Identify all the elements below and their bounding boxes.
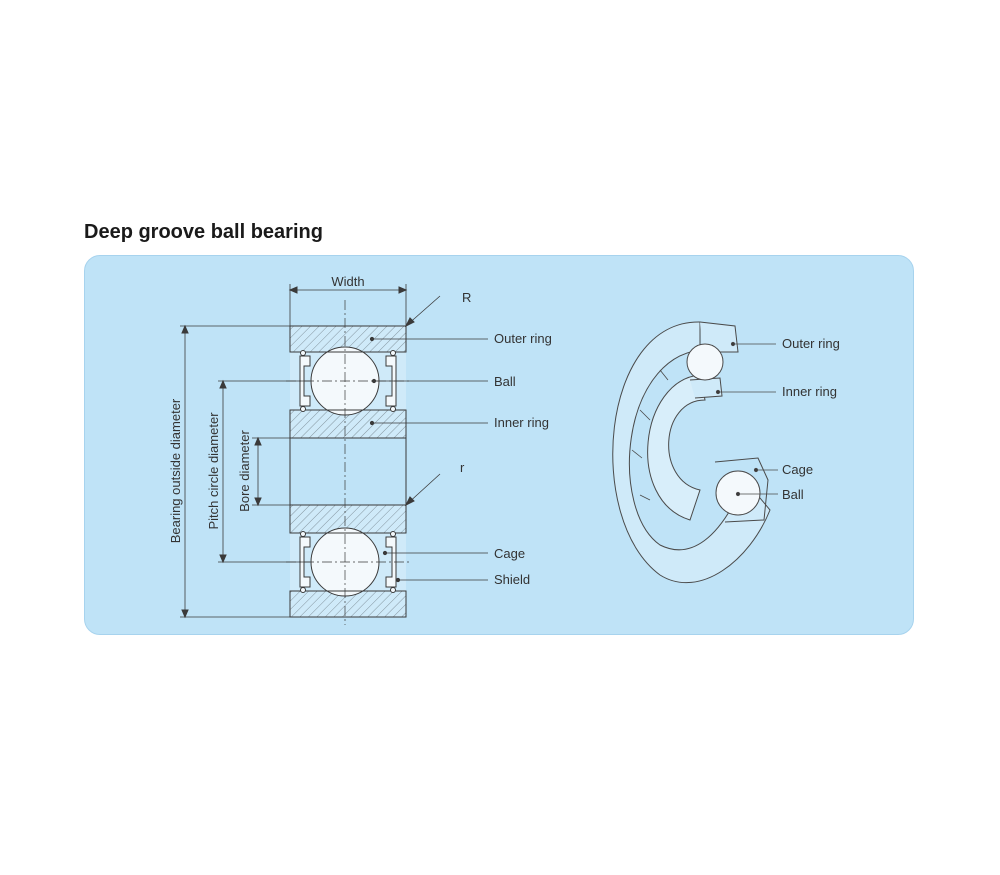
pitch-diameter-label: Pitch circle diameter: [206, 412, 221, 530]
inner-ring-label: Inner ring: [494, 415, 549, 430]
shield-label: Shield: [494, 572, 530, 587]
outer-radius-label: R: [462, 290, 471, 305]
inner-radius-label: r: [460, 460, 465, 475]
cutaway-cage-label: Cage: [782, 462, 813, 477]
outside-diameter-label: Bearing outside diameter: [168, 398, 183, 543]
outer-ring-label: Outer ring: [494, 331, 552, 346]
width-label: Width: [331, 274, 364, 289]
cross-section-view: [180, 284, 488, 625]
page-title: Deep groove ball bearing: [84, 221, 323, 243]
cutaway-outer-ring-label: Outer ring: [782, 336, 840, 351]
cage-upper-right: [385, 355, 397, 407]
cutaway-ball-label: Ball: [782, 487, 804, 502]
cutaway-view: [612, 321, 778, 584]
bore-diameter-label: Bore diameter: [237, 430, 252, 512]
cage-upper-left: [299, 355, 311, 407]
cage-lower-right: [385, 536, 397, 588]
ball-label: Ball: [494, 374, 516, 389]
upper-section: [289, 325, 407, 439]
inner-ring-body: [647, 374, 706, 521]
diagram-panel: [84, 255, 914, 635]
cage-lower-left: [299, 536, 311, 588]
cage-label: Cage: [494, 546, 525, 561]
cutaway-ball-upper: [686, 343, 724, 381]
outer-ring-body: [612, 321, 771, 584]
cutaway-inner-ring-label: Inner ring: [782, 384, 837, 399]
lower-section: [289, 504, 407, 618]
